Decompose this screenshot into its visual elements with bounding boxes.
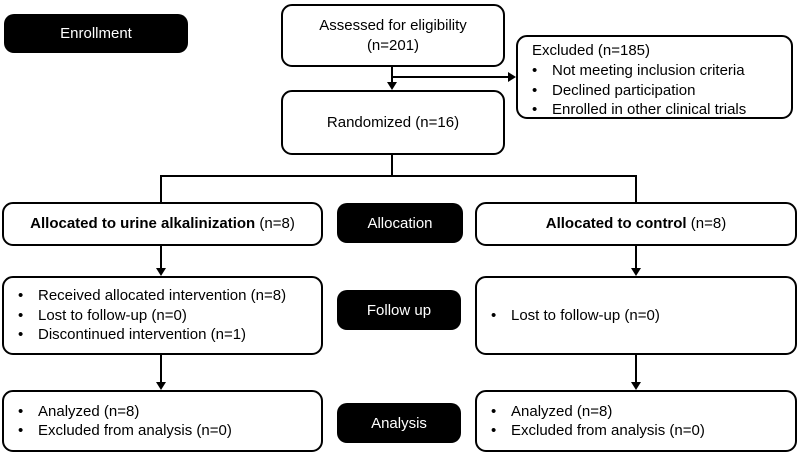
excluded-bullet-row: • Enrolled in other clinical trials	[530, 100, 785, 120]
arrowhead-into-followup-left	[156, 268, 166, 276]
allocation-left-box: Allocated to urine alkalinization (n=8)	[2, 202, 323, 246]
allocation-right-bold: Allocated to control	[545, 215, 687, 233]
analysis-left-bullet-row: • Analyzed (n=8)	[16, 402, 315, 422]
stage-label-enrollment: Enrollment	[4, 14, 188, 53]
stage-label-allocation-text: Allocation	[367, 214, 433, 232]
analysis-left-bullet-2: Excluded from analysis (n=0)	[38, 422, 232, 439]
bullet-icon: •	[18, 402, 24, 420]
followup-right-bullet-row: • Lost to follow-up (n=0)	[489, 306, 789, 326]
followup-right-box: • Lost to follow-up (n=0)	[475, 276, 797, 355]
followup-left-bullet-1: Received allocated intervention (n=8)	[38, 287, 287, 305]
connector-assessed-to-randomized-line	[391, 67, 393, 84]
randomized-label: Randomized (n=16)	[326, 113, 460, 131]
bullet-icon: •	[491, 306, 497, 324]
excluded-bullet-row: • Not meeting inclusion criteria	[530, 61, 785, 81]
arrowhead-into-analysis-left	[156, 382, 166, 390]
excluded-bullet-row: • Declined participation	[530, 81, 785, 101]
bullet-icon: •	[18, 306, 24, 324]
excluded-bullet-3: Enrolled in other clinical trials	[552, 101, 747, 118]
allocation-right-rest: (n=8)	[686, 215, 727, 233]
connector-followupright-to-analysis-line	[635, 354, 637, 383]
stage-label-followup: Follow up	[337, 290, 461, 330]
analysis-right-bullet-1: Analyzed (n=8)	[511, 402, 613, 420]
followup-left-bullet-2: Lost to follow-up (n=0)	[38, 306, 187, 324]
followup-left-bullet-row: • Discontinued intervention (n=1)	[16, 325, 315, 345]
stage-label-allocation: Allocation	[337, 203, 463, 243]
arrowhead-into-excluded	[508, 72, 516, 82]
connector-followupleft-to-analysis-line	[160, 354, 162, 383]
stage-label-analysis-text: Analysis	[371, 414, 427, 432]
followup-left-bullet-row: • Received allocated intervention (n=8)	[16, 286, 315, 306]
bullet-icon: •	[18, 287, 24, 305]
connector-allocleft-to-followup-line	[160, 245, 162, 270]
followup-left-box: • Received allocated intervention (n=8) …	[2, 276, 323, 355]
bullet-icon: •	[491, 422, 497, 439]
analysis-left-box: • Analyzed (n=8) • Excluded from analysi…	[2, 390, 323, 452]
excluded-title: Excluded (n=185)	[532, 42, 650, 59]
branch-horizontal-line	[160, 175, 637, 177]
stage-label-followup-text: Follow up	[366, 301, 432, 319]
excluded-bullet-2: Declined participation	[552, 81, 696, 99]
bullet-icon: •	[491, 402, 497, 420]
allocation-right-box: Allocated to control (n=8)	[475, 202, 797, 246]
stage-label-enrollment-text: Enrollment	[60, 25, 132, 42]
analysis-left-bullet-1: Analyzed (n=8)	[38, 402, 140, 420]
excluded-box: Excluded (n=185) • Not meeting inclusion…	[516, 35, 793, 119]
bullet-icon: •	[18, 326, 24, 344]
arrowhead-into-analysis-right	[631, 382, 641, 390]
allocation-left-bold: Allocated to urine alkalinization	[30, 215, 256, 233]
assessed-line1: Assessed for eligibility	[319, 17, 467, 34]
analysis-right-bullet-row: • Excluded from analysis (n=0)	[489, 421, 789, 441]
arrowhead-into-randomized	[387, 82, 397, 90]
bullet-icon: •	[18, 422, 24, 439]
bullet-icon: •	[532, 62, 538, 79]
connector-to-excluded-line	[391, 76, 508, 78]
allocation-right-label: Allocated to control (n=8)	[546, 214, 726, 234]
followup-left-bullet-3: Discontinued intervention (n=1)	[38, 326, 247, 344]
arrowhead-into-followup-right	[631, 268, 641, 276]
analysis-left-bullet-row: • Excluded from analysis (n=0)	[16, 421, 315, 441]
branch-right-drop-line	[635, 175, 637, 202]
followup-left-bullet-row: • Lost to follow-up (n=0)	[16, 306, 315, 326]
randomized-box: Randomized (n=16)	[281, 90, 505, 155]
assessed-box: Assessed for eligibility (n=201)	[281, 4, 505, 67]
analysis-right-box: • Analyzed (n=8) • Excluded from analysi…	[475, 390, 797, 452]
connector-allocright-to-followup-line	[635, 245, 637, 270]
connector-randomized-to-branch-line	[391, 154, 393, 177]
bullet-icon: •	[532, 81, 538, 99]
branch-left-drop-line	[160, 175, 162, 202]
assessed-line2: (n=201)	[366, 36, 420, 54]
followup-right-bullet-1: Lost to follow-up (n=0)	[511, 306, 660, 324]
stage-label-analysis: Analysis	[337, 403, 461, 443]
analysis-right-bullet-2: Excluded from analysis (n=0)	[511, 422, 705, 439]
excluded-bullet-1: Not meeting inclusion criteria	[552, 62, 745, 79]
allocation-left-label: Allocated to urine alkalinization (n=8)	[30, 214, 295, 234]
analysis-right-bullet-row: • Analyzed (n=8)	[489, 402, 789, 422]
bullet-icon: •	[532, 101, 538, 118]
allocation-left-rest: (n=8)	[255, 215, 295, 233]
